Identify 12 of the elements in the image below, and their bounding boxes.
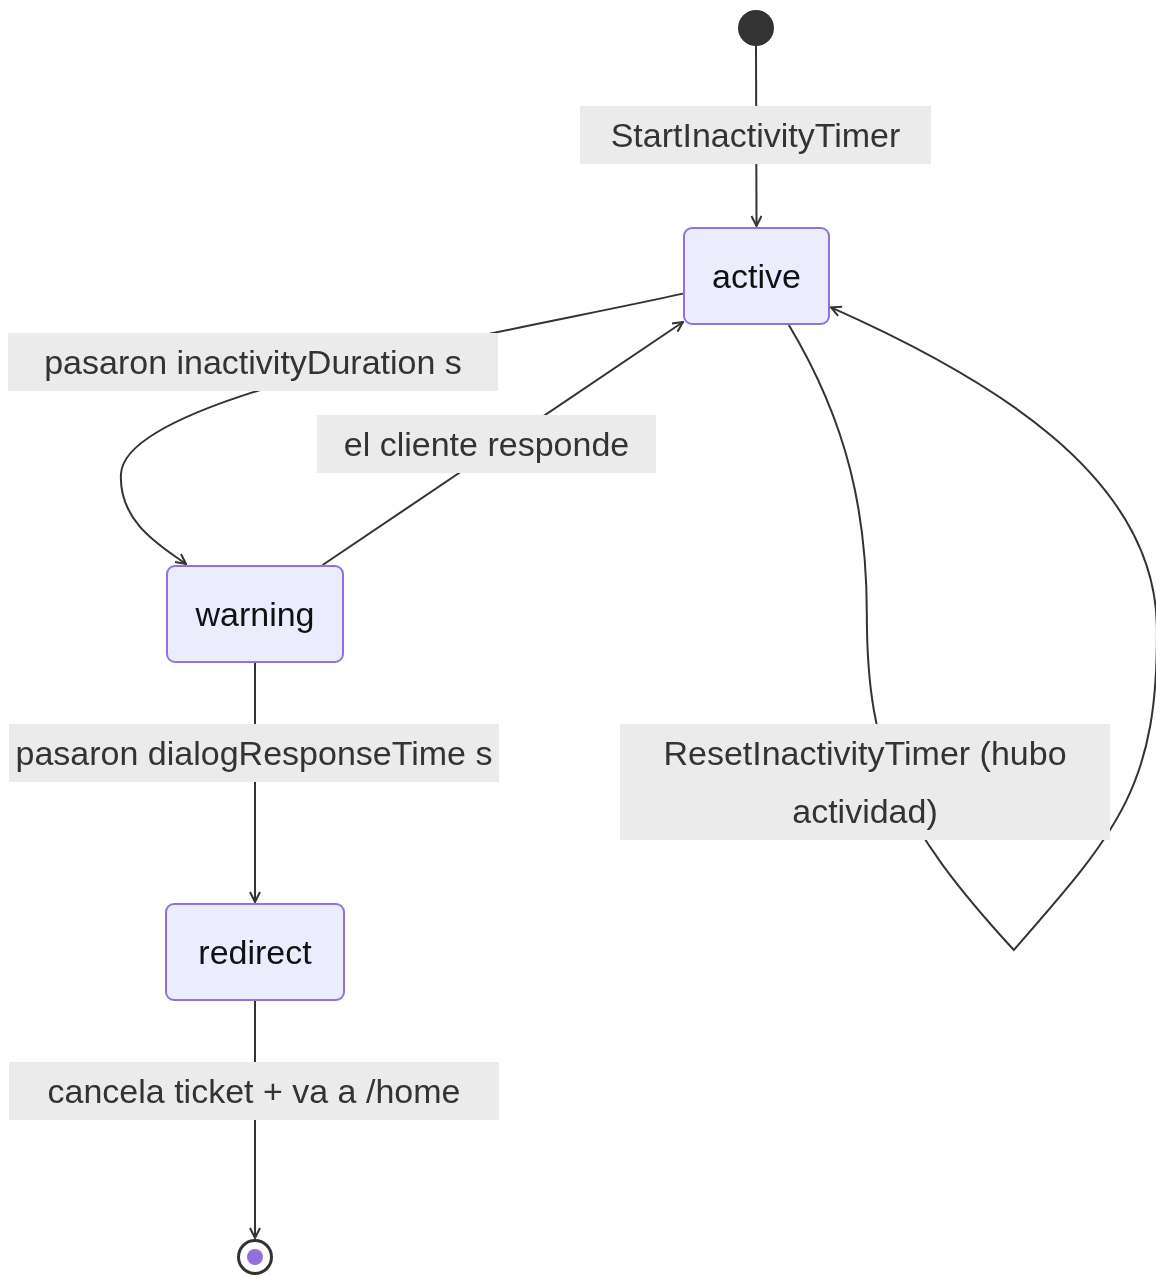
edge-label: ResetInactivityTimer (hubo actividad) — [620, 724, 1110, 840]
transition-arrow — [787, 306, 1156, 951]
end-state-circle — [237, 1239, 273, 1275]
edge-label: el cliente responde — [317, 415, 656, 473]
state-box: warning — [166, 565, 344, 663]
state-box: redirect — [165, 903, 345, 1001]
start-state-dot — [738, 10, 774, 46]
edge-label: pasaron inactivityDuration s — [8, 333, 498, 391]
edge-label: cancela ticket + va a /home — [9, 1062, 499, 1120]
edge-label: pasaron dialogResponseTime s — [9, 724, 499, 782]
state-box: active — [683, 227, 830, 325]
edge-label: StartInactivityTimer — [580, 106, 931, 164]
